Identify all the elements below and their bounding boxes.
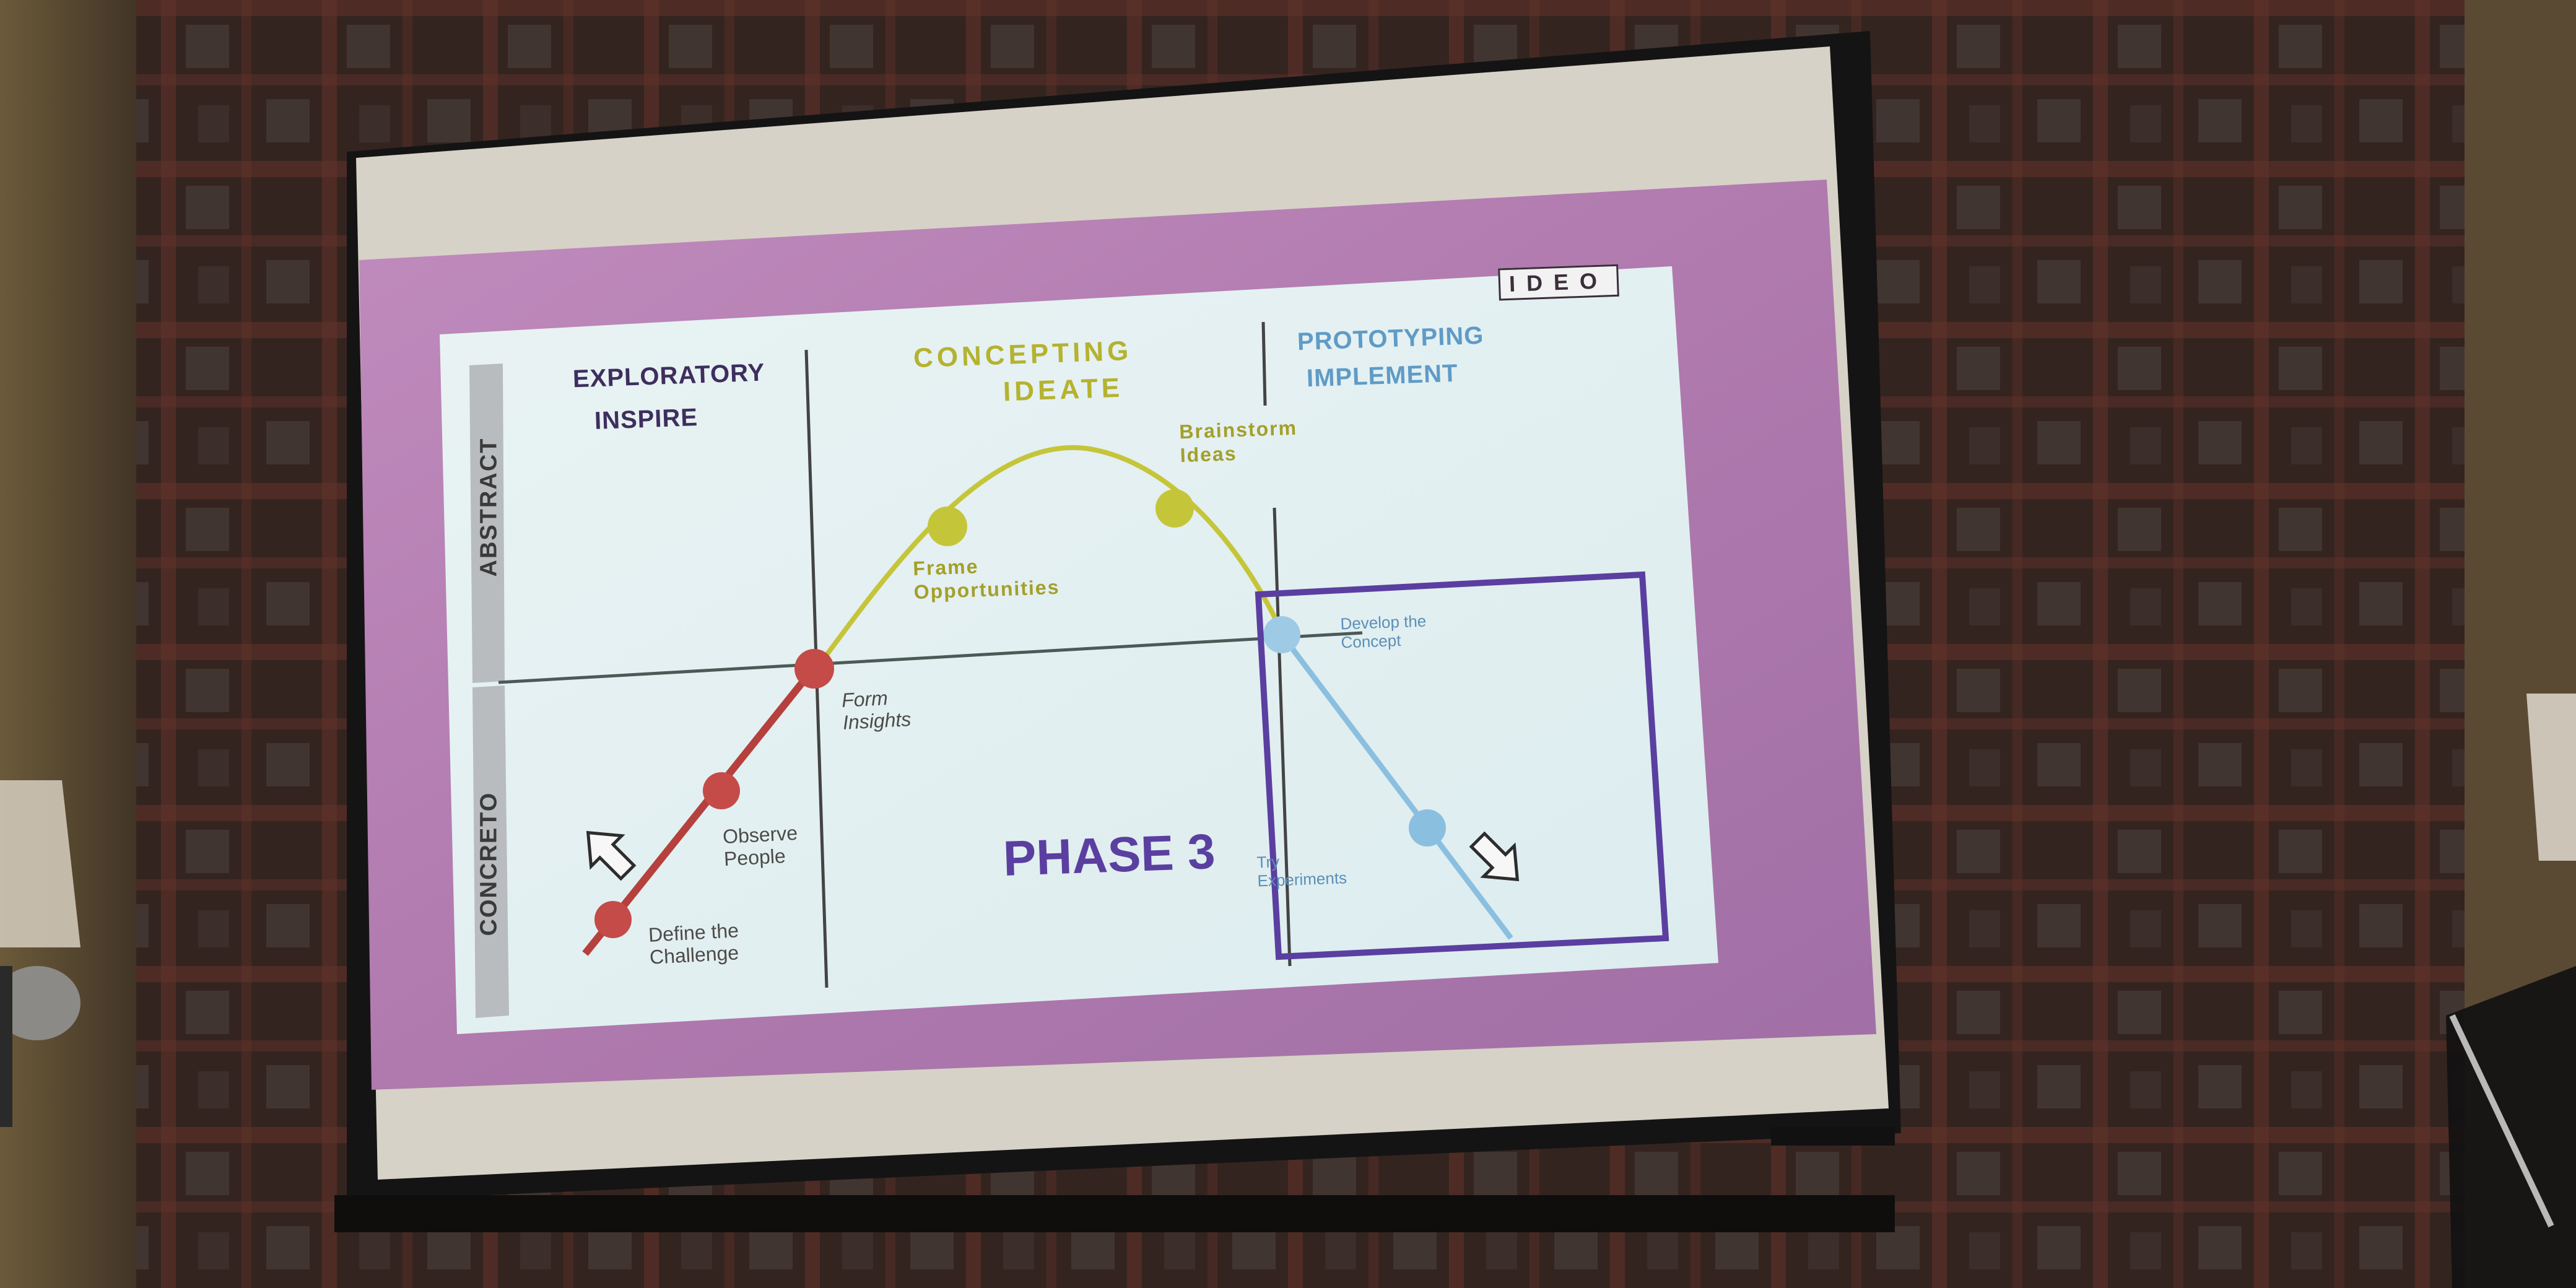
dot-define (594, 901, 632, 938)
wall-lamp-left (0, 780, 80, 1127)
divider-right (1273, 507, 1292, 967)
horizontal-axis (498, 631, 1363, 684)
label-develop: Develop the Concept (1340, 612, 1427, 652)
label-observe-line2: People (723, 844, 786, 871)
down-arrow-icon (1469, 831, 1520, 882)
label-try-line2: Experiments (1257, 868, 1347, 890)
label-form: Form Insights (841, 685, 912, 734)
label-define-line2: Challenge (649, 941, 739, 968)
phase-label: PHASE 3 (1002, 824, 1216, 886)
concrete-bar (472, 685, 509, 1018)
dot-form (794, 649, 834, 689)
label-try: Try Experiments (1256, 850, 1347, 890)
label-define: Define the Challenge (648, 919, 740, 968)
blue-path (1279, 633, 1513, 940)
label-observe-line1: Observe (722, 821, 798, 848)
label-brainstorm: Brainstorm Ideas (1179, 416, 1299, 468)
axis-abstract: ABSTRACT (476, 437, 502, 577)
projection-screen (334, 31, 1901, 1232)
label-brainstorm-line1: Brainstorm (1178, 416, 1298, 443)
header-implement: IMPLEMENT (1306, 359, 1459, 393)
header-inspire: INSPIRE (594, 404, 698, 435)
ideo-logo: IDEO (1498, 264, 1623, 301)
dot-develop (1263, 616, 1300, 653)
label-form-line2: Insights (842, 708, 912, 734)
divider-right-top (1261, 321, 1267, 406)
label-develop-line1: Develop the (1339, 611, 1427, 633)
dot-try (1409, 809, 1446, 846)
label-frame: Frame Opportunities (913, 552, 1060, 604)
slide-diagram (469, 321, 1669, 1018)
dot-frame (928, 507, 967, 546)
header-ideate: IDEATE (1003, 372, 1124, 407)
abstract-bar (469, 363, 505, 683)
axis-concrete: CONCRETO (476, 791, 502, 936)
label-observe: Observe People (722, 822, 799, 870)
screen-bottom-bar (334, 1195, 1895, 1232)
ideo-logo-letters: IDEO (1498, 264, 1619, 301)
label-develop-line2: Concept (1341, 631, 1401, 652)
yellow-path (815, 445, 1278, 669)
label-brainstorm-line2: Ideas (1180, 442, 1238, 467)
dot-brainstorm (1155, 489, 1194, 528)
label-form-line1: Form (841, 687, 889, 711)
up-arrow-icon (586, 830, 637, 881)
dot-observe (703, 772, 740, 809)
highlight-box (1255, 571, 1669, 960)
wall-lamp-right (2446, 694, 2576, 1288)
wall-left (0, 0, 161, 1288)
